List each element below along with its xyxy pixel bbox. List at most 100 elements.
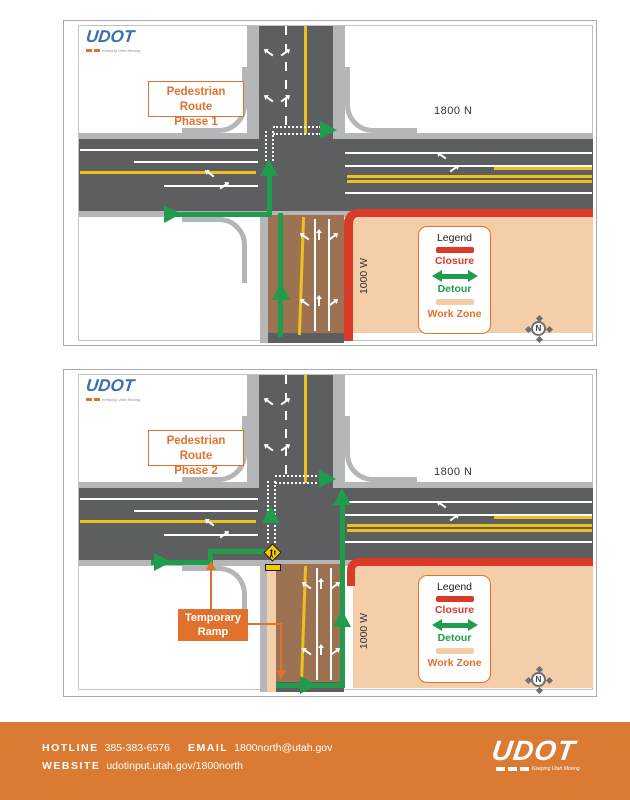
udot-tagline: Keeping Utah Moving — [102, 397, 141, 402]
south-leg-west-curb — [260, 566, 267, 692]
detour-swatch — [431, 270, 478, 282]
phase-title-line1: Pedestrian Route — [166, 435, 226, 462]
detour-arrow-north-icon — [262, 506, 280, 523]
udot-tagline: Keeping Utah Moving — [532, 766, 580, 772]
detour-route-east — [340, 504, 345, 688]
detour-arrow-east-icon — [300, 676, 317, 694]
udot-logo-bars — [86, 49, 92, 52]
road-1000w-north — [259, 375, 333, 488]
lane-marking — [164, 534, 258, 536]
curb-corner-sw — [182, 217, 247, 283]
detour-route-west — [168, 212, 272, 217]
lane-marking — [304, 375, 307, 483]
callout-arrow-icon — [206, 561, 216, 570]
detour-route-crossing — [267, 173, 272, 217]
closure-swatch — [435, 596, 474, 602]
udot-logo-text: UDOT — [85, 27, 136, 46]
legend-title: Legend — [436, 232, 473, 244]
lane-marking — [347, 180, 592, 183]
lane-marking — [345, 541, 592, 543]
lane-marking — [330, 568, 332, 680]
legend-title: Legend — [436, 581, 473, 593]
detour-swatch — [431, 619, 478, 631]
phase-title-box: Pedestrian Route Phase 1 — [148, 81, 244, 128]
legend-detour-label: Detour — [437, 632, 472, 644]
road-label-1800n: 1800 N — [434, 105, 473, 117]
lane-marking — [345, 152, 592, 154]
udot-logo: UDOT Keeping Utah Moving — [85, 27, 141, 53]
legend-closure-label: Closure — [434, 255, 475, 267]
lane-marking — [345, 165, 592, 167]
lane-marking — [345, 514, 592, 516]
crosswalk-dotted-route — [265, 131, 274, 161]
closure-swatch — [435, 247, 474, 253]
detour-arrow-east-icon — [320, 121, 337, 139]
detour-arrow-east-icon — [164, 205, 181, 223]
phase1-map-panel: 1800 N 1000 W UDOT Keeping Utah Moving P… — [63, 20, 597, 346]
phase2-map-panel: Temporary Ramp 1800 N 1000 W UDOT Keepin… — [63, 369, 597, 697]
road-1000w-north — [259, 26, 333, 139]
email-value: 1800north@utah.gov — [234, 742, 333, 754]
detour-route-jog — [208, 549, 213, 565]
hotline-label: HOTLINE — [42, 742, 99, 754]
curb-corner-ne — [345, 416, 417, 482]
lane-marking — [80, 149, 258, 151]
udot-tagline: Keeping Utah Moving — [102, 48, 141, 53]
lane-marking — [345, 192, 592, 194]
closure-line — [344, 209, 593, 341]
phase-title-box: Pedestrian Route Phase 2 — [148, 430, 244, 477]
lane-marking — [80, 171, 256, 174]
work-zone-swatch — [435, 299, 474, 305]
closure-line — [347, 558, 593, 586]
detour-arrow-north-icon — [260, 159, 278, 176]
lane-arrow-icon — [317, 644, 324, 655]
curb-corner-ne — [345, 67, 417, 133]
south-leg-west-curb — [260, 217, 268, 343]
lane-marking — [80, 520, 256, 523]
lane-marking — [347, 529, 592, 532]
udot-logo: UDOT Keeping Utah Moving — [85, 376, 141, 402]
udot-logo-text: UDOT — [489, 735, 578, 766]
phase-title-line1: Pedestrian Route — [166, 86, 226, 113]
road-label-1000w: 1000 W — [358, 257, 370, 295]
legend-detour-label: Detour — [437, 283, 472, 295]
lane-marking — [347, 524, 592, 527]
compass-north-label: N — [531, 321, 546, 336]
legend-work-zone-label: Work Zone — [427, 308, 482, 320]
phase-title-line2: Phase 1 — [174, 116, 218, 128]
udot-logo-text: UDOT — [85, 376, 136, 395]
road-label-1800n: 1800 N — [434, 466, 473, 478]
road-1000w-south-stub — [268, 333, 344, 343]
work-zone-road — [276, 564, 344, 692]
detour-route-west — [151, 560, 211, 565]
road-label-1000w: 1000 W — [358, 612, 370, 650]
callout-leader-line — [248, 623, 282, 625]
detour-arrow-east-icon — [319, 470, 336, 488]
lane-arrow-icon — [317, 578, 324, 589]
work-zone-swatch — [435, 648, 474, 654]
detour-arrow-north-icon — [272, 283, 290, 300]
lane-marking — [345, 501, 592, 503]
compass-icon: N — [524, 665, 554, 695]
lane-marking — [347, 175, 592, 178]
crosswalk-dotted-route — [275, 475, 321, 484]
callout-leader-line — [280, 623, 282, 671]
lane-marking — [494, 167, 592, 170]
phase-title-line2: Phase 2 — [174, 465, 218, 477]
lane-marking — [80, 498, 258, 500]
legend-box: Legend Closure Detour Work Zone — [418, 575, 491, 683]
lane-marking — [316, 568, 318, 680]
callout-leader-line — [210, 570, 212, 609]
compass-north-label: N — [531, 672, 546, 687]
website-label: WEBSITE — [42, 760, 101, 772]
detour-arrow-north-icon — [333, 488, 351, 505]
crosswalk-dotted-route — [273, 126, 321, 135]
detour-route-south — [278, 213, 283, 337]
lane-marking — [314, 219, 316, 331]
legend-work-zone-label: Work Zone — [427, 657, 482, 669]
lane-arrow-icon — [315, 295, 322, 306]
school-crossing-sign-icon — [262, 543, 284, 574]
